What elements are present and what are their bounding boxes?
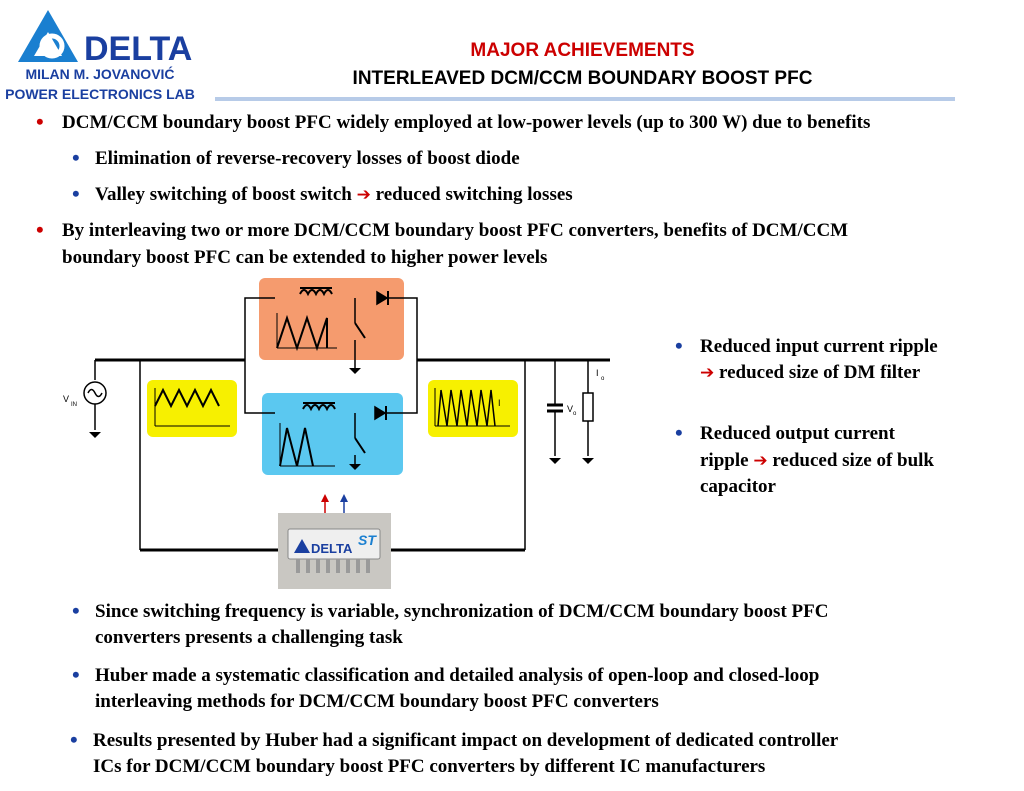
input-current-waveform-box (147, 380, 237, 437)
bullet-text: Valley switching of boost switch ➔ reduc… (95, 181, 573, 209)
bullet-line: boundary boost PFC can be extended to hi… (62, 247, 548, 268)
bullet-text: ripple ➔ reduced size of bulk (700, 447, 934, 475)
delta-logo: DELTA (14, 6, 204, 101)
bullet-dot: • (72, 181, 80, 206)
bullet-dot: • (72, 145, 80, 170)
page-title: MAJOR ACHIEVEMENTS (470, 40, 695, 61)
vin-label: V (63, 394, 69, 404)
chip-brand: DELTA (311, 541, 353, 556)
bullet-line: Results presented by Huber had a signifi… (93, 730, 839, 751)
bullet-line: ripple (700, 450, 749, 471)
arrow-right-icon: ➔ (356, 185, 371, 205)
vo-sub: o (573, 411, 577, 417)
phase1-box (259, 278, 404, 360)
delta-logo-mark: DELTA (18, 10, 192, 68)
bullet-line: By interleaving two or more DCM/CCM boun… (62, 220, 849, 241)
io-sub: o (601, 376, 605, 382)
bullet-text: DCM/CCM boundary boost PFC widely employ… (62, 112, 871, 133)
bullet-line: interleaving methods for DCM/CCM boundar… (95, 691, 659, 712)
bullet-text: ➔ reduced size of DM filter (700, 359, 920, 387)
bullet-line: Reduced input current ripple (700, 336, 938, 357)
i-label: I (498, 398, 501, 408)
bullet-line: converters presents a challenging task (95, 627, 403, 648)
bullet-line: capacitor (700, 476, 776, 497)
bullet-line: ICs for DCM/CCM boundary boost PFC conve… (93, 756, 766, 777)
bullet-text-b: reduced switching losses (375, 184, 573, 205)
interleaved-pfc-circuit-diagram: V IN V o I o I (63, 278, 610, 552)
phase2-box (262, 393, 403, 475)
bullet-text-a: Valley switching of boost switch (95, 184, 352, 205)
ground-icons (89, 368, 594, 470)
page-subtitle: INTERLEAVED DCM/CCM BOUNDARY BOOST PFC (352, 68, 813, 89)
lab-name-line1: MILAN M. JOVANOVIĆ (25, 66, 175, 82)
bullet-line: Reduced output current (700, 423, 895, 444)
vin-sub: IN (71, 402, 77, 408)
io-label: I (596, 368, 599, 378)
bullet-dot: • (72, 662, 80, 687)
bullet-line: reduced size of bulk (772, 450, 934, 471)
bullet-dot: • (72, 598, 80, 623)
bullet-dot: • (675, 420, 683, 445)
chip-brand-st: ST (358, 532, 377, 548)
output-current-waveform-box (428, 380, 518, 437)
bullet-line: reduced size of DM filter (719, 362, 921, 383)
title-rule (215, 97, 955, 101)
bullet-dot: • (675, 333, 683, 358)
vo-label: V (567, 404, 573, 414)
controller-chip-photo: DELTA ST (278, 513, 391, 589)
bullet-text: Elimination of reverse-recovery losses o… (95, 148, 520, 169)
arrow-right-icon: ➔ (700, 363, 715, 383)
bullet-dot: • (36, 109, 44, 134)
bullet-line: Since switching frequency is variable, s… (95, 601, 829, 622)
lab-name-line2: POWER ELECTRONICS LAB (5, 86, 195, 102)
logo-text: DELTA (84, 30, 192, 68)
bullet-line: Huber made a systematic classification a… (95, 665, 820, 686)
bullet-dot: • (70, 727, 78, 752)
arrow-right-icon: ➔ (753, 451, 768, 471)
bullet-dot: • (36, 217, 44, 242)
